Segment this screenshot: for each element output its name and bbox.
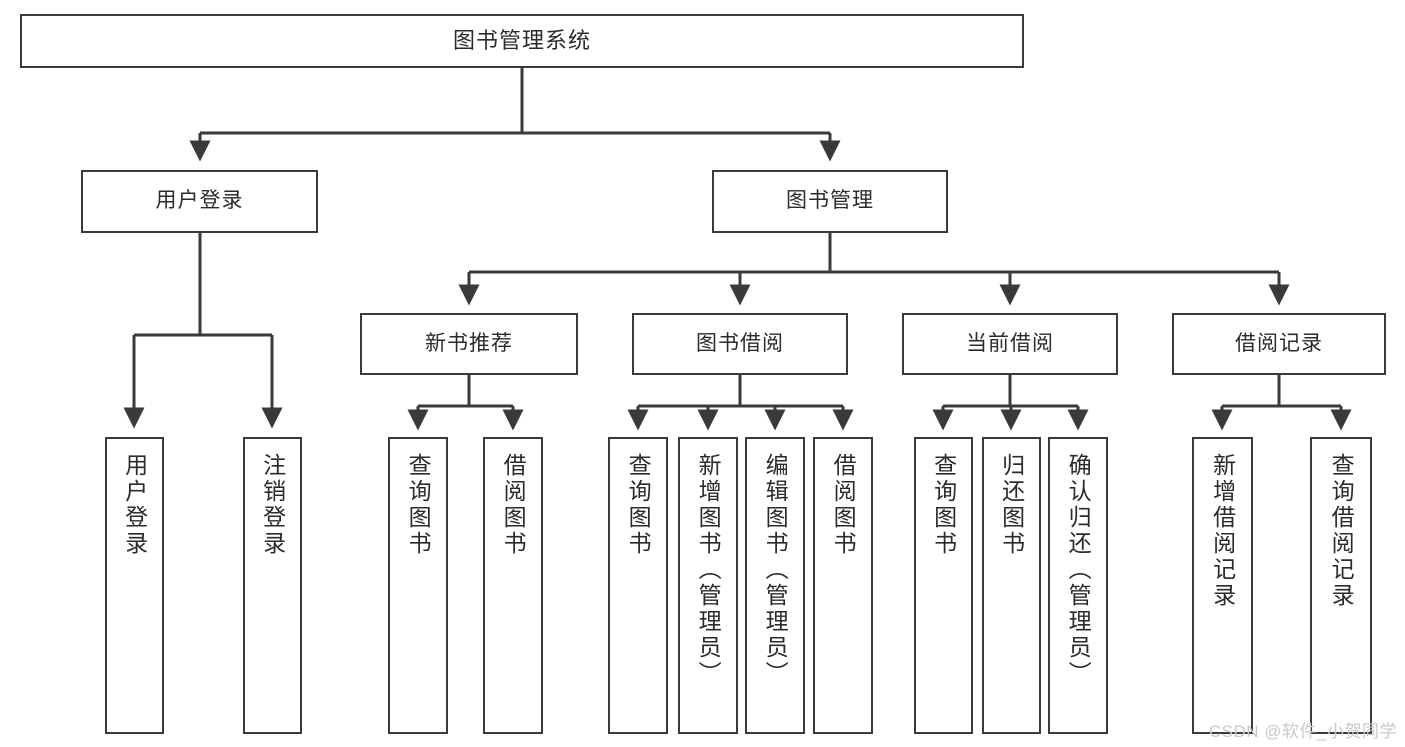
node-label: 归还图书 xyxy=(998,453,1025,557)
leaf-edit-book-admin[interactable]: 编辑图书（管理员） xyxy=(745,437,805,734)
node-label: 查询图书 xyxy=(405,453,432,557)
leaf-borrow-book[interactable]: 借阅图书 xyxy=(813,437,873,734)
node-new-book-recommend[interactable]: 新书推荐 xyxy=(360,313,578,375)
node-label: 编辑图书（管理员） xyxy=(762,453,789,687)
leaf-add-book-admin[interactable]: 新增图书（管理员） xyxy=(678,437,738,734)
leaf-query-book-borrow[interactable]: 查询图书 xyxy=(608,437,668,734)
node-label: 借阅图书 xyxy=(500,453,527,557)
node-current-borrow[interactable]: 当前借阅 xyxy=(902,313,1118,375)
node-label: 新增借阅记录 xyxy=(1209,453,1236,609)
node-label: 用户登录 xyxy=(155,189,244,213)
leaf-query-book-recommend[interactable]: 查询图书 xyxy=(388,437,448,734)
node-label: 新增图书（管理员） xyxy=(695,453,722,687)
node-label: 用户登录 xyxy=(121,453,148,557)
node-book-borrow[interactable]: 图书借阅 xyxy=(632,313,848,375)
node-borrow-record[interactable]: 借阅记录 xyxy=(1172,313,1386,375)
node-book-management[interactable]: 图书管理 xyxy=(712,170,948,233)
leaf-user-login[interactable]: 用户登录 xyxy=(105,437,164,734)
node-label: 当前借阅 xyxy=(966,331,1054,355)
leaf-borrow-book-recommend[interactable]: 借阅图书 xyxy=(483,437,543,734)
leaf-return-book[interactable]: 归还图书 xyxy=(982,437,1041,734)
node-user-login[interactable]: 用户登录 xyxy=(81,170,318,233)
leaf-confirm-return-admin[interactable]: 确认归还（管理员） xyxy=(1048,437,1108,734)
leaf-add-borrow-record[interactable]: 新增借阅记录 xyxy=(1192,437,1253,734)
node-label: 确认归还（管理员） xyxy=(1065,453,1092,687)
node-label: 借阅图书 xyxy=(830,453,857,557)
node-label: 注销登录 xyxy=(259,453,286,557)
node-label: 图书管理系统 xyxy=(452,28,591,54)
node-label: 图书借阅 xyxy=(696,331,784,355)
node-label: 图书管理 xyxy=(786,189,874,213)
node-label: 新书推荐 xyxy=(425,331,513,355)
node-label: 查询图书 xyxy=(625,453,652,557)
node-root-system[interactable]: 图书管理系统 xyxy=(20,14,1024,68)
node-label: 查询借阅记录 xyxy=(1328,453,1355,609)
node-label: 查询图书 xyxy=(930,453,957,557)
node-label: 借阅记录 xyxy=(1235,331,1323,355)
leaf-query-borrow-record[interactable]: 查询借阅记录 xyxy=(1310,437,1372,734)
leaf-logout[interactable]: 注销登录 xyxy=(243,437,302,734)
csdn-watermark: CSDN @软件_小贺同学 xyxy=(1208,722,1397,741)
leaf-query-book-current[interactable]: 查询图书 xyxy=(914,437,973,734)
